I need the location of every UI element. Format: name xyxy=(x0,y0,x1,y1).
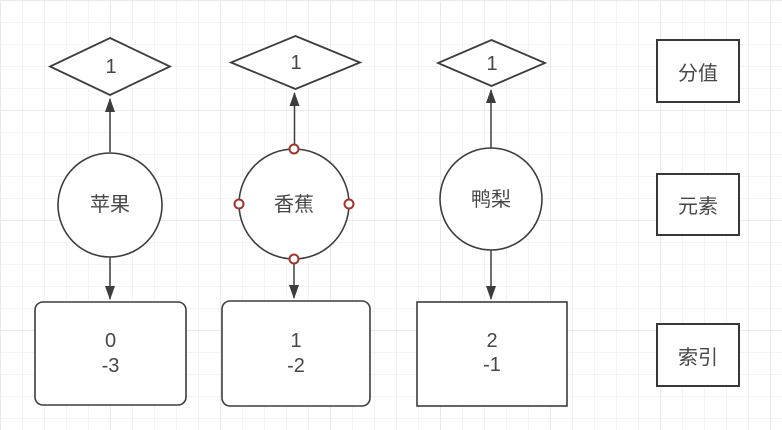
element-label-banana: 香蕉 xyxy=(274,193,314,216)
rank-value-banana: -2 xyxy=(287,355,305,377)
rank-value-apple: -3 xyxy=(102,355,120,377)
column-apple: 1 苹果 0 -3 xyxy=(34,37,187,406)
element-circle-pear[interactable] xyxy=(439,147,543,251)
score-label-banana: 1 xyxy=(290,52,301,74)
index-value-banana: 1 xyxy=(290,330,301,352)
legend-score-label: 分值 xyxy=(678,62,718,85)
column-pear: 1 鸭梨 2 -1 xyxy=(416,39,568,407)
connection-point-south[interactable] xyxy=(288,253,300,265)
index-box-pear[interactable] xyxy=(416,301,568,407)
connection-point-east[interactable] xyxy=(343,198,355,210)
connection-point-west[interactable] xyxy=(233,198,245,210)
legend-box-index[interactable]: 索引 xyxy=(656,323,740,387)
element-label-pear: 鸭梨 xyxy=(471,188,511,211)
index-box-banana[interactable] xyxy=(221,300,371,407)
index-value-pear: 2 xyxy=(486,330,497,352)
legend-box-score[interactable]: 分值 xyxy=(656,39,740,103)
column-banana: 1 香蕉 1 -2 xyxy=(221,35,371,407)
score-diamond-pear[interactable] xyxy=(435,39,548,87)
legend-index-label: 索引 xyxy=(678,346,718,369)
score-label-pear: 1 xyxy=(486,53,497,75)
score-label-apple: 1 xyxy=(105,56,116,78)
index-box-apple[interactable] xyxy=(34,301,187,406)
index-value-apple: 0 xyxy=(105,330,116,352)
element-circle-apple[interactable] xyxy=(57,152,163,258)
connection-point-north[interactable] xyxy=(288,143,300,155)
legend-box-element[interactable]: 元素 xyxy=(656,173,740,236)
legend-element-label: 元素 xyxy=(678,196,718,218)
score-diamond-banana[interactable] xyxy=(228,35,363,90)
rank-value-pear: -1 xyxy=(483,354,501,376)
element-label-apple: 苹果 xyxy=(90,193,130,216)
score-diamond-apple[interactable] xyxy=(47,37,173,96)
